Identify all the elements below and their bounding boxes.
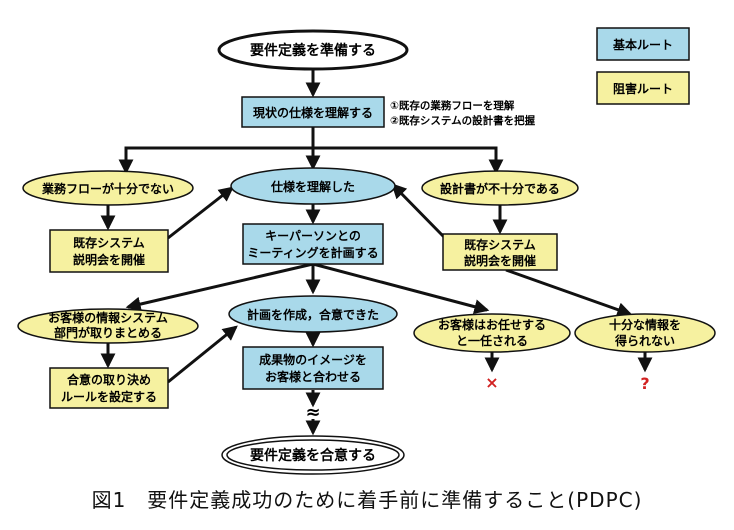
figure-caption: 図1 要件定義成功のために着手前に準備すること(PDPC) (91, 488, 643, 512)
node-design-insufficient: 設計書が不十分である (421, 170, 579, 206)
svg-text:②既存システムの設計書を把握: ②既存システムの設計書を把握 (390, 114, 536, 127)
node-leave-to-us: お客様はお任せする と一任される (413, 313, 571, 353)
svg-text:成果物のイメージを: 成果物のイメージを (259, 352, 367, 367)
node-spec-understood: 仕様を理解した (230, 167, 396, 205)
svg-text:業務フローが十分でない: 業務フローが十分でない (41, 181, 174, 196)
node-deliverable-image: 成果物のイメージを お客様と合わせる (242, 346, 384, 390)
node-understand-spec: 現状の仕様を理解する (241, 96, 385, 128)
legend-obstacle-label: 阻害ルート (613, 81, 673, 96)
svg-text:現状の仕様を理解する: 現状の仕様を理解する (253, 105, 373, 120)
svg-text:要件定義を合意する: 要件定義を合意する (250, 447, 376, 464)
svg-text:仕様を理解した: 仕様を理解した (270, 179, 355, 194)
legend-obstacle-swatch (596, 71, 690, 105)
svg-text:お客様と合わせる: お客様と合わせる (265, 369, 361, 384)
node-customer-it: お客様の情報システム 部門が取りまとめる (17, 308, 199, 344)
node-plan-meeting: キーパーソンとの ミーティングを計画する (242, 223, 384, 265)
arrow-briefing-to-understood-left (167, 186, 234, 240)
arrow-meeting-to-customer-it (125, 262, 314, 312)
node-briefing-right: 既存システム 説明会を開催 (442, 233, 558, 271)
svg-text:キーパーソンとの: キーパーソンとの (265, 229, 361, 243)
svg-text:ルールを設定する: ルールを設定する (61, 389, 157, 404)
svg-text:お客様はお任せする: お客様はお任せする (438, 317, 546, 332)
svg-text:十分な情報を: 十分な情報を (609, 317, 681, 332)
node-flow-insufficient: 業務フローが十分でない (22, 170, 194, 206)
wavy-break: ≈ (305, 402, 320, 423)
node-end: 要件定義を合意する (221, 435, 405, 475)
arrow-briefing-to-understood-right (391, 183, 446, 239)
legend-basic-label: 基本ルート (612, 37, 673, 52)
svg-text:要件定義を準備する: 要件定義を準備する (250, 42, 376, 59)
svg-text:部門が取りまとめる: 部門が取りまとめる (54, 325, 162, 340)
cross-mark: × (485, 373, 498, 392)
node-consensus-rules: 合意の取り決め ルールを設定する (49, 367, 169, 409)
node-plan-agreed: 計画を作成，合意できた (228, 295, 398, 333)
svg-text:お客様の情報システム: お客様の情報システム (48, 310, 168, 325)
svg-text:ミーティングを計画する: ミーティングを計画する (247, 245, 378, 260)
arrow-branch-right (313, 146, 504, 175)
legend: 基本ルート 阻害ルート (596, 27, 690, 105)
node-briefing-left: 既存システム 説明会を開催 (49, 229, 169, 273)
connectors (100, 68, 653, 436)
svg-text:①既存の業務フローを理解: ①既存の業務フローを理解 (390, 99, 515, 112)
legend-basic-swatch (596, 27, 690, 61)
svg-text:合意の取り決め: 合意の取り決め (67, 372, 151, 387)
svg-text:と一任される: と一任される (456, 333, 528, 348)
question-mark: ? (640, 374, 649, 393)
svg-text:説明会を開催: 説明会を開催 (73, 252, 145, 267)
svg-text:得られない: 得られない (614, 333, 675, 348)
svg-text:既存システム: 既存システム (73, 235, 145, 250)
arrow-rules-to-plan (167, 325, 238, 384)
svg-text:説明会を開催: 説明会を開催 (464, 253, 536, 268)
note-understand-spec: ①既存の業務フローを理解 ②既存システムの設計書を把握 (390, 99, 536, 127)
node-start: 要件定義を準備する (217, 29, 409, 71)
arrow-branch-left (118, 146, 313, 175)
arrow-meeting-to-leave (312, 262, 490, 315)
svg-text:計画を作成，合意できた: 計画を作成，合意できた (247, 307, 379, 322)
svg-text:設計書が不十分である: 設計書が不十分である (440, 181, 560, 196)
arrow-briefing-to-notenough (505, 268, 633, 317)
node-not-enough-info: 十分な情報を 得られない (574, 313, 716, 353)
svg-text:既存システム: 既存システム (464, 237, 536, 252)
